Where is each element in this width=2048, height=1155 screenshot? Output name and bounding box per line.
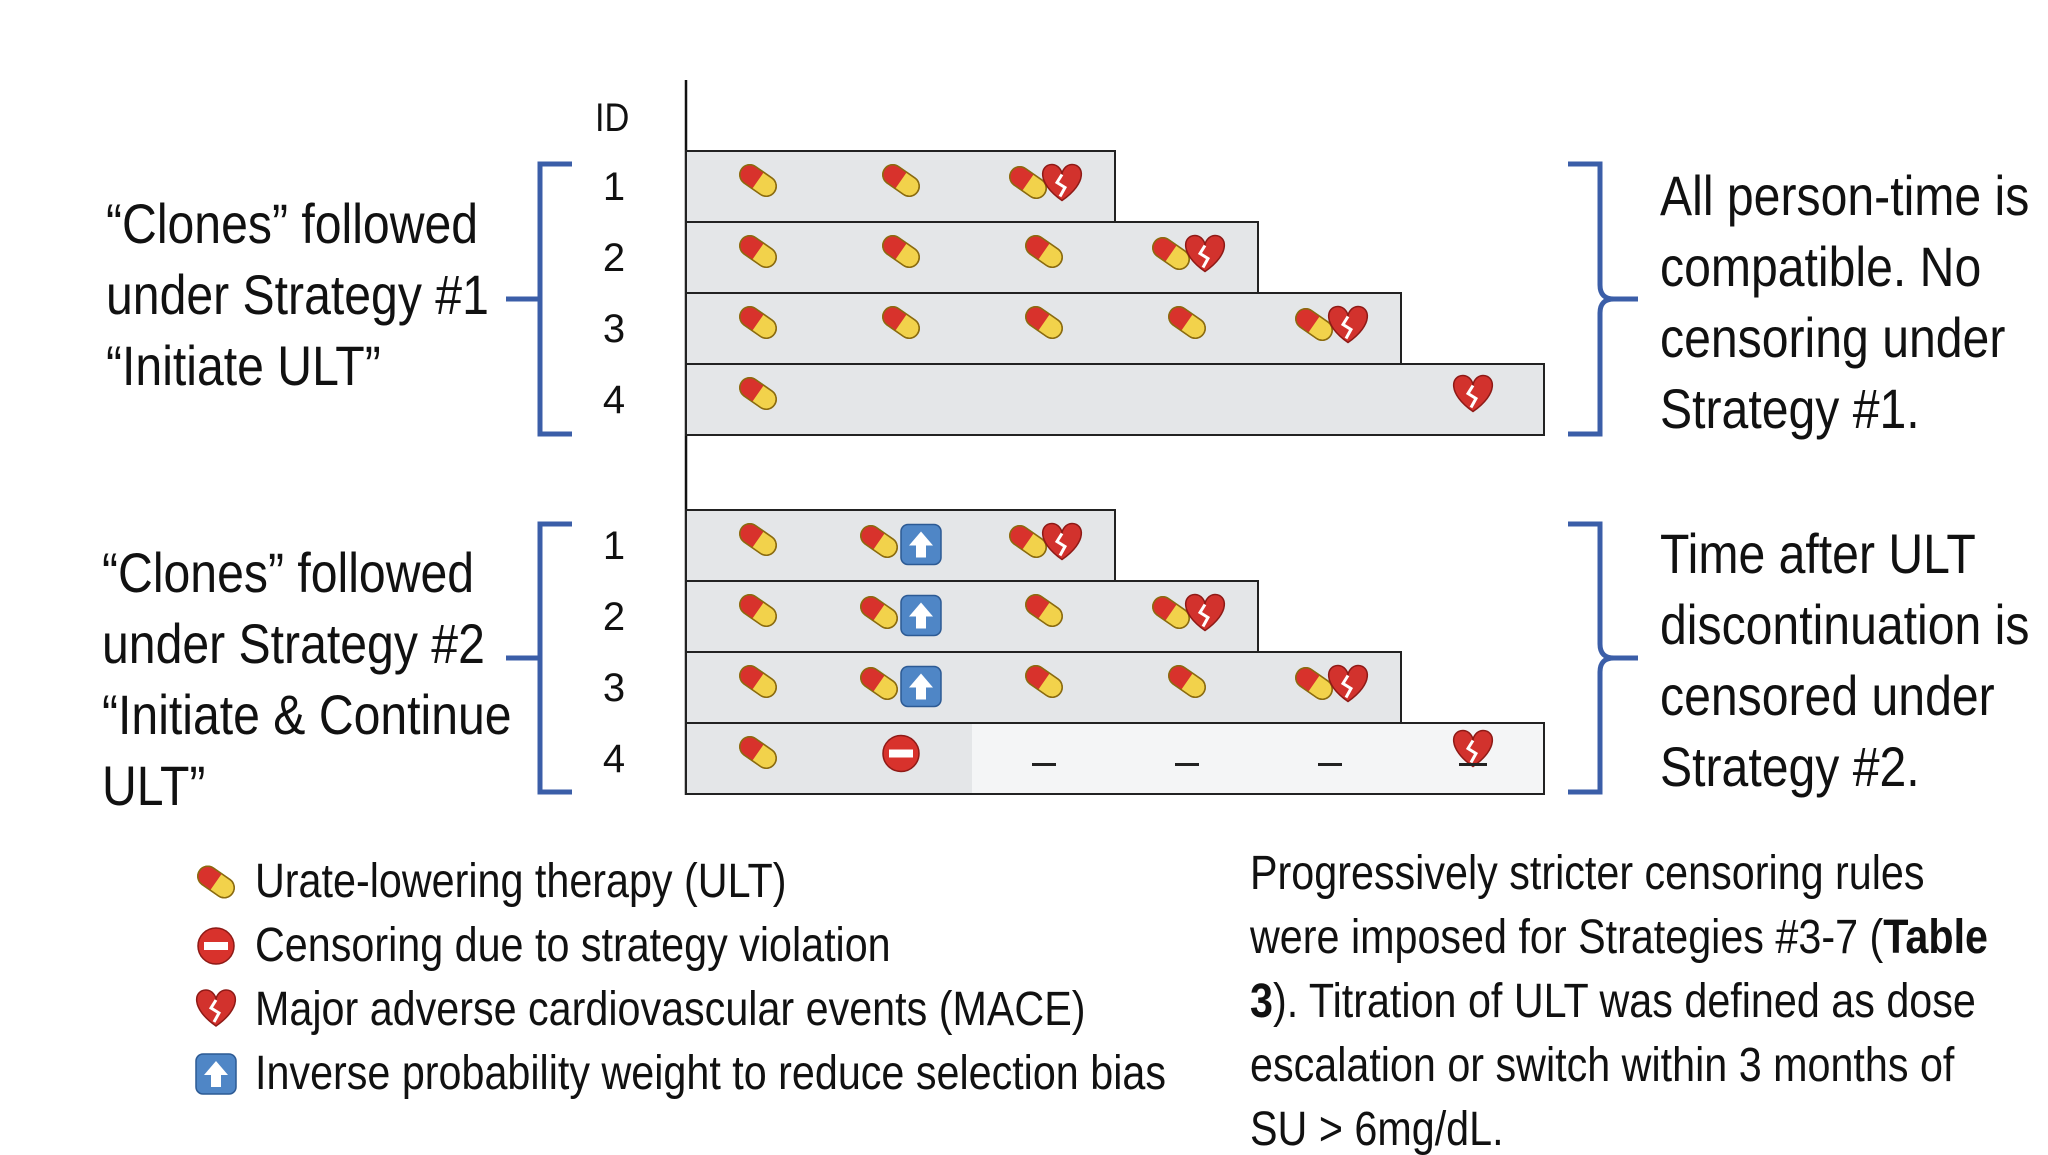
strategy2-row-id: 3 (602, 666, 626, 710)
strategy2-note-line: Time after ULT (1660, 522, 1976, 585)
up-arrow-icon (900, 523, 942, 566)
strategy2-note-line: Strategy #2. (1660, 735, 1920, 798)
strategy2-row-id: 2 (602, 595, 626, 639)
strategy2-label-line: ULT” (102, 754, 206, 817)
strategy1-row-id: 3 (602, 307, 626, 351)
footnote-text: ). Titration of ULT was defined as dose (1272, 975, 1976, 1028)
id-column-header: ID (595, 96, 630, 140)
strategy2-note-line: censored under (1660, 664, 1995, 727)
strategy2-label-line: “Initiate & Continue (102, 683, 512, 746)
pill-icon (193, 861, 239, 903)
strategy1-note-line: Strategy #1. (1660, 377, 1920, 440)
footnote-line: were imposed for Strategies #3-7 (Table (1250, 906, 1988, 970)
up-arrow-icon (195, 1053, 237, 1095)
broken-heart-icon (195, 988, 237, 1028)
strategy1-row-bar (685, 363, 1545, 436)
strategy1-note-line: compatible. No (1660, 235, 1982, 298)
footnote-text: were imposed for Strategies #3-7 ( (1250, 911, 1884, 964)
table-reference: 3 (1250, 975, 1273, 1028)
strategy2-row-outline (685, 722, 1545, 795)
strategy1-row-id: 2 (602, 236, 626, 280)
strategy1-note-line: censoring under (1660, 306, 2006, 369)
footnote-line: Progressively stricter censoring rules (1250, 847, 1925, 900)
table-reference: Table (1883, 911, 1989, 964)
legend-label: Urate-lowering therapy (ULT) (255, 855, 787, 908)
up-arrow-icon (900, 665, 942, 708)
strategy1-left-bracket (506, 161, 572, 437)
strategy2-row-id: 1 (602, 524, 626, 568)
strategy1-label-line: “Clones” followed (106, 192, 479, 255)
legend-label: Censoring due to strategy violation (255, 919, 891, 972)
strategy1-row-id: 1 (602, 165, 626, 209)
legend-label: Major adverse cardiovascular events (MAC… (255, 983, 1086, 1036)
up-arrow-icon (900, 594, 942, 637)
footnote-line: escalation or switch within 3 months of (1250, 1039, 1955, 1092)
strategy1-label-line: “Initiate ULT” (106, 334, 381, 397)
strategy1-row-id: 4 (602, 378, 626, 422)
strategy2-left-bracket (506, 521, 572, 795)
strategy1-right-brace (1568, 161, 1638, 437)
footnote-line: SU > 6mg/dL. (1250, 1103, 1504, 1155)
footnote-line: 3). Titration of ULT was defined as dose (1250, 970, 1976, 1034)
strategy1-note-line: All person-time is (1660, 164, 2030, 227)
stop-icon (197, 927, 235, 965)
strategy2-row-id: 4 (602, 737, 626, 781)
stop-icon (882, 734, 920, 773)
strategy1-label-line: under Strategy #1 (106, 263, 489, 326)
censored-segment (972, 724, 1543, 793)
strategy2-label-line: “Clones” followed (102, 541, 475, 604)
strategy2-label-line: under Strategy #2 (102, 612, 485, 675)
legend-label: Inverse probability weight to reduce sel… (255, 1047, 1166, 1100)
strategy2-note-line: discontinuation is (1660, 593, 2030, 656)
strategy2-right-brace (1568, 521, 1638, 795)
